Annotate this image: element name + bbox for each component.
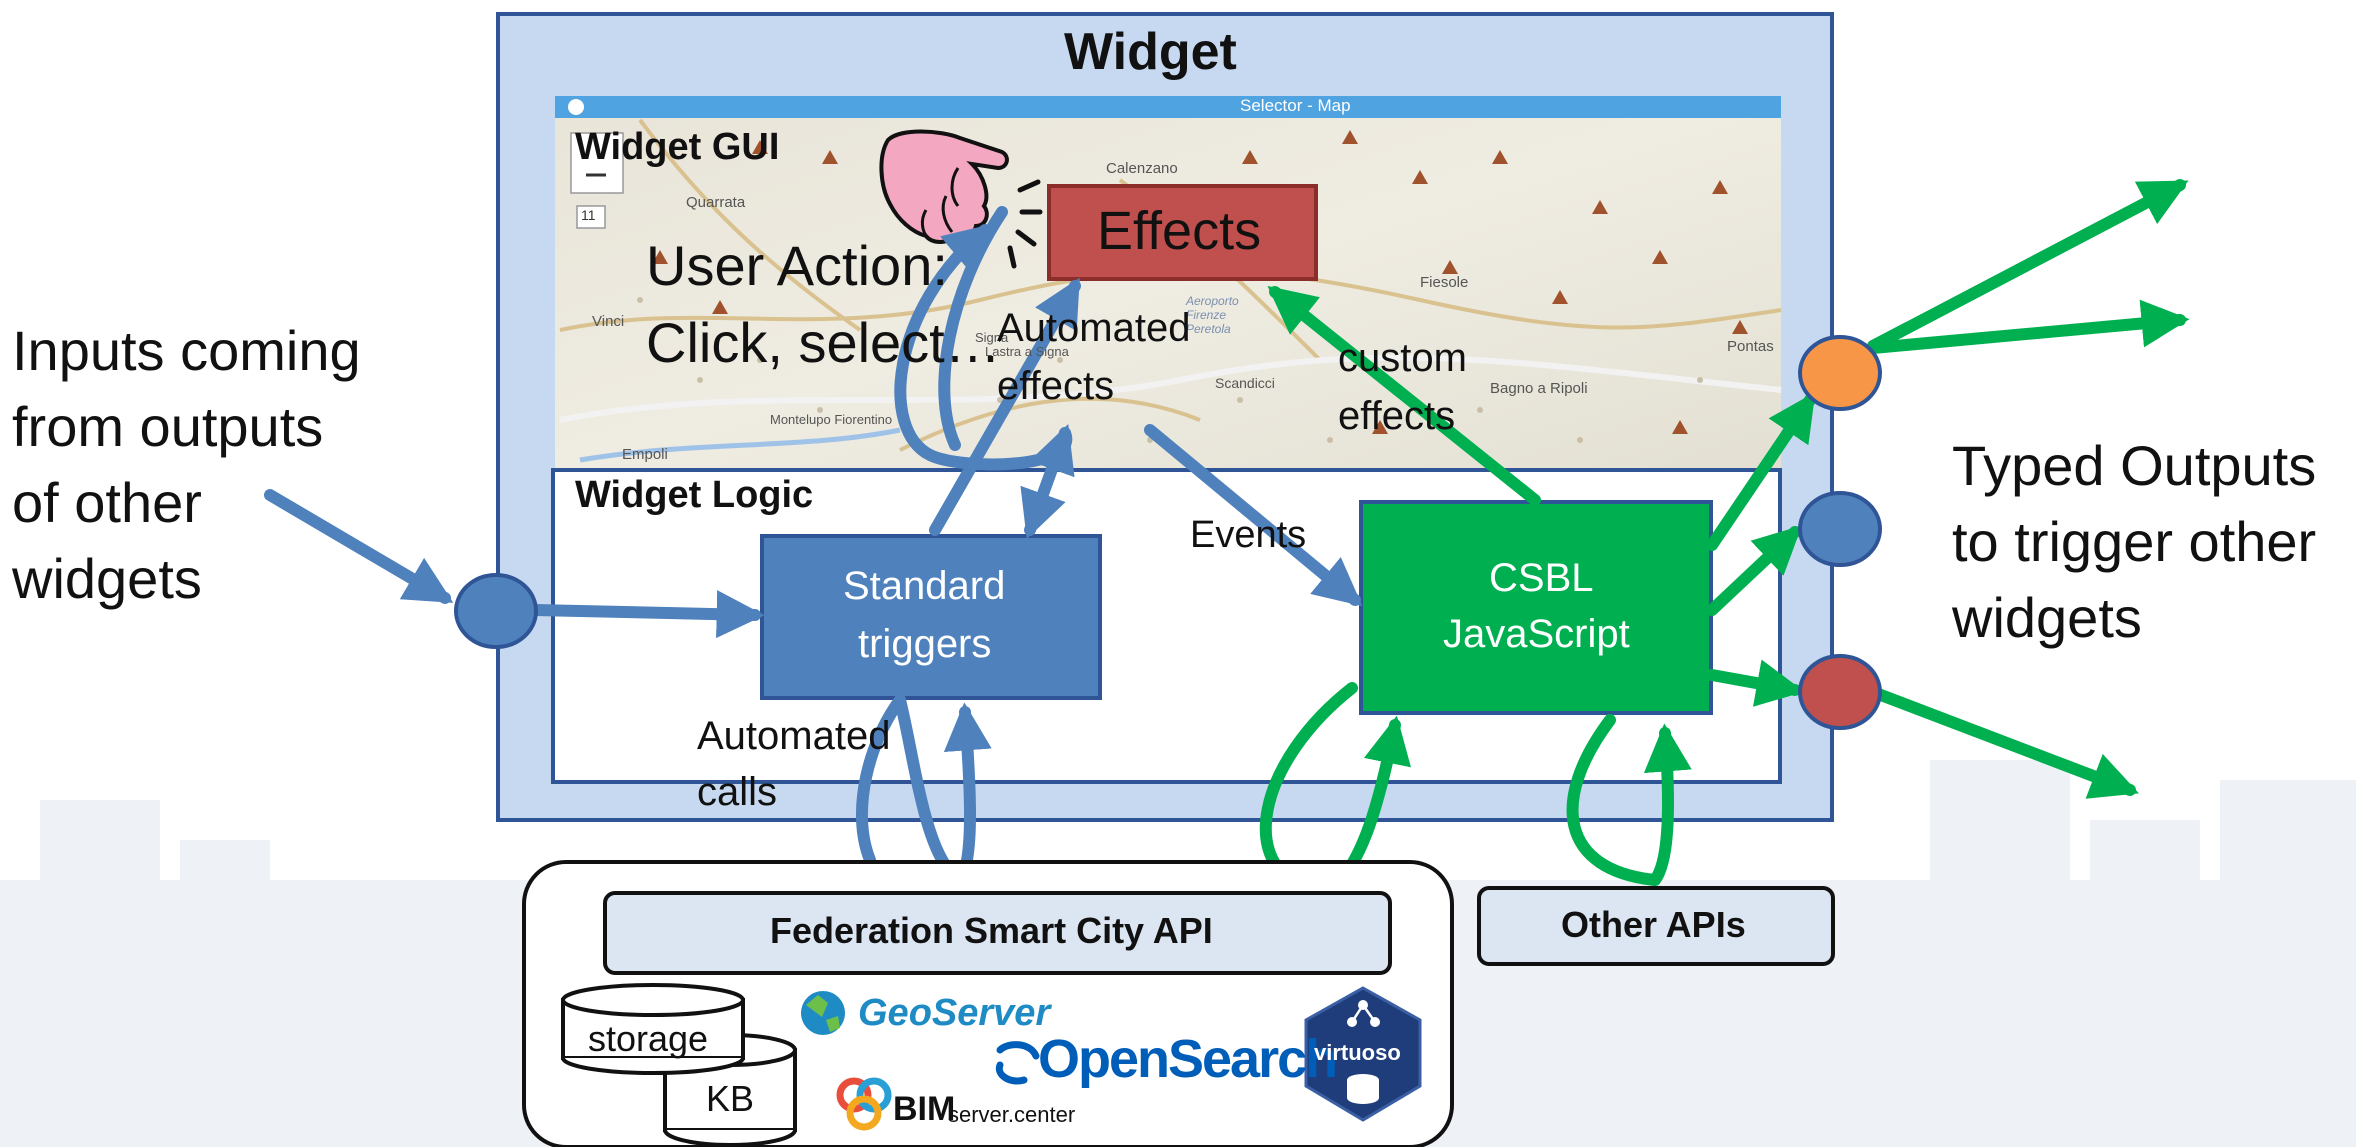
outputs-line1: Typed Outputs bbox=[1952, 434, 2317, 497]
standard-triggers-line2: triggers bbox=[858, 622, 992, 666]
input-arrow bbox=[264, 489, 454, 604]
output-port-orange[interactable] bbox=[1798, 335, 1882, 411]
map-zoom-badge: 11 bbox=[581, 207, 596, 223]
automated-effects-line1: Automated bbox=[997, 306, 1191, 350]
geoserver-logo-text: GeoServer bbox=[858, 992, 1051, 1034]
other-apis-label: Other APIs bbox=[1561, 904, 1746, 945]
opensearch-logo-icon bbox=[995, 1041, 1040, 1085]
effects-box[interactable] bbox=[1047, 184, 1318, 281]
effects-label: Effects bbox=[1097, 201, 1262, 261]
widget-gui-label: Widget GUI bbox=[575, 126, 780, 168]
federation-api-label: Federation Smart City API bbox=[770, 910, 1213, 951]
kb-label: KB bbox=[706, 1078, 755, 1119]
inputs-line2: from outputs bbox=[12, 395, 324, 458]
user-action-line1: User Action: bbox=[646, 234, 948, 297]
map-place: Pontas bbox=[1727, 338, 1774, 355]
storage-label: storage bbox=[588, 1018, 709, 1059]
map-place: Scandicci bbox=[1215, 375, 1275, 391]
automated-calls-line2: calls bbox=[697, 770, 778, 814]
bim-logo-text: BIM bbox=[893, 1090, 956, 1128]
csbl-line2: JavaScript bbox=[1443, 612, 1630, 656]
orange-out-arrow-1 bbox=[1867, 179, 2189, 352]
standard-triggers-box[interactable] bbox=[760, 534, 1102, 700]
csbl-to-blue-output-arrow bbox=[1706, 525, 1802, 616]
other-apis-csbl-loop bbox=[1566, 714, 1692, 886]
csbl-javascript-box[interactable] bbox=[1359, 500, 1713, 715]
widget-logic-label: Widget Logic bbox=[575, 474, 814, 516]
csbl-line1: CSBL bbox=[1489, 556, 1594, 600]
map-place: Fiesole bbox=[1420, 274, 1469, 291]
map-place: Montelupo Fiorentino bbox=[770, 412, 893, 427]
inputs-line3: of other bbox=[12, 471, 202, 534]
map-title: Selector - Map bbox=[1240, 96, 1351, 115]
output-port-red[interactable] bbox=[1798, 654, 1882, 730]
storage-database-icon bbox=[561, 983, 745, 1075]
map-place: Bagno a Ripoli bbox=[1490, 380, 1588, 397]
widget-title: Widget bbox=[1064, 23, 1237, 81]
input-port[interactable] bbox=[454, 573, 538, 649]
map-place: Lastra a Signa bbox=[985, 344, 1069, 359]
events-label: Events bbox=[1190, 514, 1307, 556]
bim-server-logo-icon bbox=[836, 1077, 892, 1131]
widget-gui-map bbox=[555, 96, 1782, 468]
user-action-arrow bbox=[938, 206, 1008, 451]
click-burst-icon bbox=[1007, 179, 1043, 269]
custom-effects-arrow bbox=[1267, 286, 1541, 506]
map-place: Empoli bbox=[622, 446, 668, 463]
opensearch-logo-text: OpenSearch bbox=[1038, 1029, 1338, 1089]
csbl-to-orange-arrow bbox=[1706, 392, 1816, 551]
csbl-to-red-output-arrow bbox=[1706, 659, 1805, 707]
federation-api-box[interactable] bbox=[603, 891, 1392, 975]
green-flow-arrows bbox=[1259, 179, 2190, 901]
map-place: Calenzano bbox=[1106, 160, 1178, 177]
automated-calls-line1: Automated bbox=[697, 714, 891, 758]
triggers-to-effects-arrow bbox=[929, 277, 1081, 536]
custom-effects-line1: custom bbox=[1338, 336, 1467, 380]
automated-effects-line2: effects bbox=[997, 364, 1115, 408]
red-out-arrow bbox=[1867, 686, 2139, 799]
virtuoso-logo-text: virtuoso bbox=[1314, 1040, 1401, 1065]
other-apis-box[interactable] bbox=[1477, 886, 1835, 966]
map-place: Aeroporto Firenze Peretola bbox=[1186, 294, 1239, 336]
virtuoso-logo-icon bbox=[1304, 986, 1422, 1122]
outputs-line2: to trigger other bbox=[1952, 510, 2317, 573]
input-to-triggers-arrow bbox=[529, 590, 765, 639]
custom-effects-line2: effects bbox=[1338, 394, 1456, 438]
inputs-line4: widgets bbox=[12, 547, 202, 610]
automated-effects-loop bbox=[894, 223, 1073, 471]
blue-flow-arrows bbox=[264, 206, 1363, 886]
geoserver-logo-icon bbox=[801, 991, 845, 1035]
standard-triggers-line1: Standard bbox=[843, 564, 1006, 608]
map-place: Vinci bbox=[592, 313, 625, 330]
events-arrow bbox=[1144, 424, 1363, 607]
user-action-line2: Click, select… bbox=[646, 311, 1001, 374]
orange-out-arrow-2 bbox=[1867, 299, 2190, 354]
outputs-line3: widgets bbox=[1952, 586, 2142, 649]
map-place: Quarrata bbox=[686, 194, 746, 211]
inputs-line1: Inputs coming bbox=[12, 319, 361, 382]
output-port-blue[interactable] bbox=[1798, 491, 1882, 567]
bim-logo-subtext: server.center bbox=[948, 1102, 1076, 1127]
map-place: Signa bbox=[975, 330, 1009, 345]
